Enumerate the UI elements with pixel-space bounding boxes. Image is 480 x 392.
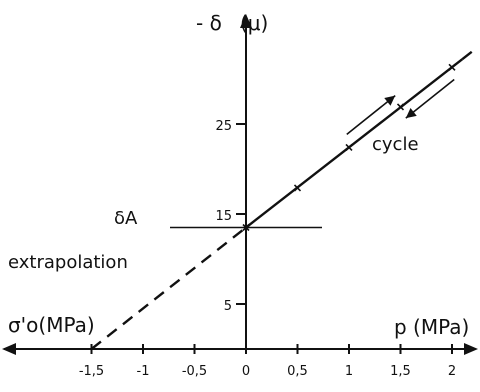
cycle-line-tail [461, 50, 474, 61]
series [90, 50, 474, 350]
x-axis-arrow-left [2, 343, 16, 355]
x-axis-arrow-right [464, 343, 478, 355]
loading-arrow-head [384, 95, 396, 106]
x-tick-label-4: 0,5 [287, 364, 308, 379]
axes [2, 14, 478, 355]
x-tick-label-2: -0,5 [182, 364, 207, 379]
point-marker-b-3 [396, 103, 405, 111]
x-axis-label: p (MPa) [394, 315, 469, 339]
point-marker-b-4 [448, 63, 456, 71]
y-tick-label-2: 25 [215, 119, 232, 134]
loading-arrow-shaft [346, 95, 396, 135]
point-marker-b-1 [293, 184, 302, 192]
x-tick-label-6: 1,5 [390, 364, 411, 379]
cycle-line [245, 58, 464, 229]
point-marker-b-0 [242, 223, 250, 232]
extrapolation-line [90, 226, 247, 350]
intercept-label: σ'o(MPa) [8, 313, 95, 337]
y-tick-label-1: 15 [215, 209, 232, 224]
cycle-arrows [346, 78, 455, 135]
unloading-arrow-head [405, 108, 417, 119]
y-axis-unit: (μ) [240, 11, 268, 35]
annotation-extrapolation: extrapolation [8, 252, 128, 273]
point-marker-b-2 [345, 143, 353, 151]
unloading-arrow-shaft [405, 78, 455, 119]
delta-a-label: δA [114, 208, 138, 229]
y-axis-arrow [240, 14, 252, 28]
x-tick-label-1: -1 [137, 364, 150, 379]
x-tick-label-3: 0 [242, 364, 250, 379]
x-tick-label-5: 1 [345, 364, 353, 379]
x-tick-label-7: 2 [448, 364, 456, 379]
y-tick-label-0: 5 [224, 299, 232, 314]
annotation-cycle: cycle [372, 134, 419, 155]
x-tick-label-0: -1,5 [79, 364, 104, 379]
y-axis-label: - δ [196, 11, 222, 35]
